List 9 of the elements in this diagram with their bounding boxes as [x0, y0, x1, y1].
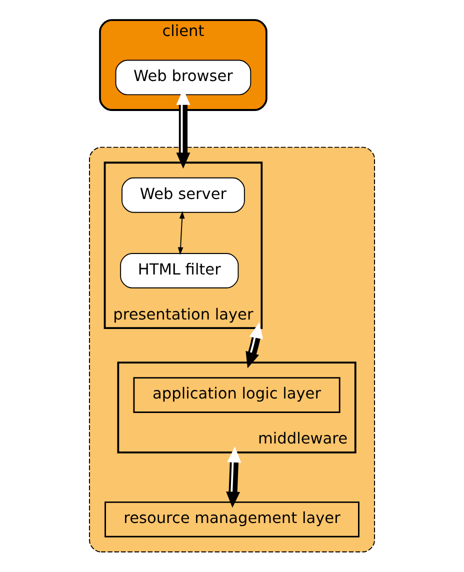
node-box: resource management layer: [104, 501, 360, 538]
node-box: application logic layer: [133, 377, 340, 413]
arrow: [226, 446, 242, 508]
node-box: Web browser: [115, 60, 252, 96]
cluster: [89, 146, 375, 552]
node-box: HTML filter: [120, 253, 239, 288]
node-box: Web server: [122, 177, 245, 213]
arrow: [178, 211, 185, 255]
arrow: [246, 322, 264, 368]
